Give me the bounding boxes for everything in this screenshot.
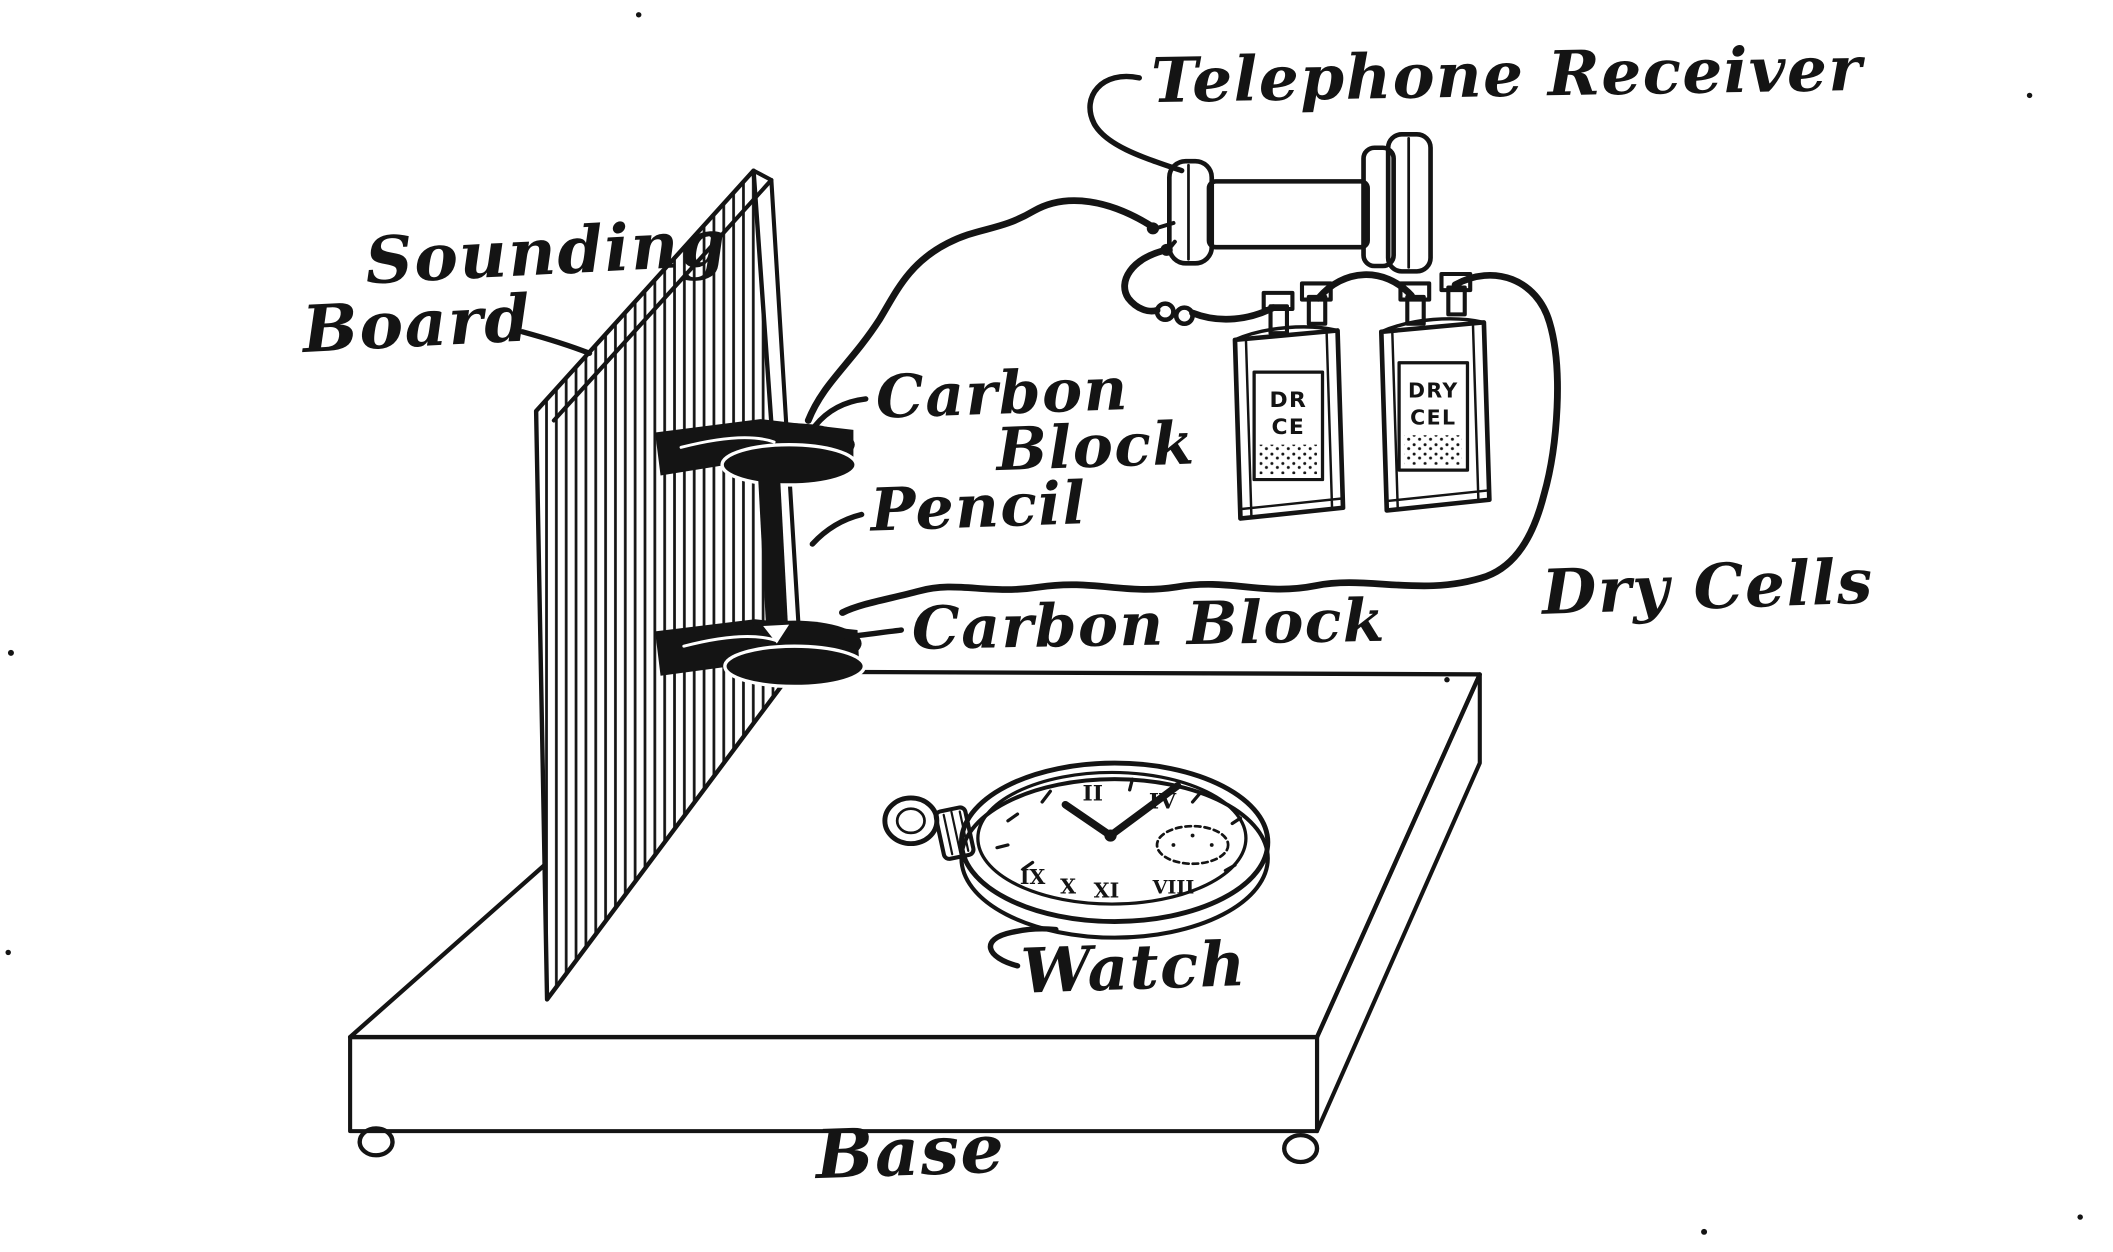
- dry-cell-1-terminal-post: [1268, 304, 1289, 336]
- watch-case-thickness: [959, 777, 1270, 940]
- label-carbon-block-upper-line1: Carbon: [875, 355, 1130, 433]
- carbon-block-upper-highlight: [679, 436, 776, 449]
- watch-seconds-subdial: [1155, 824, 1230, 866]
- watch-numeral: VIII: [1152, 876, 1195, 898]
- dry-cell-1-body: [1232, 328, 1346, 521]
- circuit-wires: [804, 197, 1561, 616]
- base: [347, 669, 1482, 1165]
- dry-cell-1-terminal-cap: [1261, 290, 1295, 311]
- wire-receiver-to-loops: [1121, 246, 1171, 315]
- speckle: [2026, 92, 2033, 99]
- dry-cell-1-label-plate: [1252, 370, 1325, 482]
- watch-numeral: X: [1060, 874, 1076, 898]
- pointer-carbon-block-upper: [812, 396, 869, 429]
- label-pencil: Pencil: [867, 469, 1088, 546]
- watch-hour-hand: [1061, 800, 1115, 840]
- label-sounding-board-line2: Board: [298, 281, 533, 368]
- watch-numeral: IX: [1020, 865, 1046, 889]
- speckle: [2077, 1214, 2083, 1220]
- watch-bow-ring-inner: [895, 807, 926, 835]
- base-top-face: [347, 669, 1482, 1040]
- annotation-labels: Telephone Receiver Sounding Board Carbon…: [298, 31, 1874, 1194]
- dry-cell-1-label-line1: DR: [1269, 388, 1307, 413]
- watch: II IV IX X XI VIII: [882, 760, 1271, 940]
- wire-cell2-to-lower-block: [839, 272, 1561, 616]
- base-foot-right: [1282, 1132, 1320, 1165]
- receiver-flange-outer: [1385, 132, 1433, 274]
- dry-cell-2-label-line1: DRY: [1408, 379, 1459, 403]
- pencil-rod: [757, 467, 788, 624]
- dry-cell-1-side-seams: [1239, 330, 1345, 518]
- scan-speckles: [5, 12, 2083, 1235]
- pointer-carbon-block-lower: [843, 627, 905, 640]
- subdial-dot: [1209, 843, 1214, 847]
- base-foot-left: [357, 1126, 395, 1158]
- dry-cell-2-terminal-post: [1405, 294, 1426, 326]
- carbon-microphone: [655, 419, 867, 689]
- subdial-dot: [1190, 833, 1195, 838]
- carbon-block-lower-highlight: [682, 635, 779, 648]
- wire-receiver-to-upper-block: [804, 197, 1157, 424]
- pointer-telephone-receiver: [1087, 73, 1185, 174]
- dry-cell-1: DR CE: [1232, 281, 1346, 521]
- carbon-block-lower-rim: [723, 644, 867, 689]
- dry-cell-1-label-speckle: [1259, 444, 1318, 475]
- watch-numeral: XI: [1094, 879, 1120, 903]
- wire-loop: [1154, 301, 1176, 323]
- dry-cell-2-label-speckle: [1404, 435, 1463, 465]
- watch-numeral: II: [1083, 782, 1103, 807]
- watch-hand-pivot: [1104, 829, 1117, 842]
- dry-cell-2-label-plate: [1397, 361, 1470, 472]
- pointer-sounding-board: [519, 329, 593, 356]
- dry-cell-1-label-line2: CE: [1271, 415, 1305, 440]
- carbon-block-upper-rim: [720, 442, 858, 487]
- telephone-receiver: [1146, 132, 1433, 274]
- subdial-dot: [1171, 843, 1176, 847]
- dry-cell-2-terminal-cap: [1398, 281, 1432, 302]
- label-sounding-board-line1: Sounding: [363, 205, 728, 299]
- dry-cell-2-side-seams: [1385, 322, 1491, 509]
- sounding-board-face: [533, 168, 792, 1002]
- label-carbon-block-lower: Carbon Block: [911, 586, 1386, 663]
- wire-loop: [1173, 305, 1195, 327]
- dry-cell-2-body: [1378, 320, 1492, 513]
- pointer-pencil: [809, 511, 865, 547]
- label-telephone-receiver: Telephone Receiver: [1151, 31, 1867, 117]
- dry-cell-2: DRY CEL: [1378, 272, 1492, 513]
- label-dry-cells: Dry Cells: [1539, 544, 1875, 629]
- watch-bow-ring: [882, 795, 940, 847]
- watch-tick-marks: [995, 777, 1243, 873]
- dry-cell-2-label-line2: CEL: [1410, 406, 1456, 430]
- watch-minute-hand: [1106, 782, 1182, 840]
- watch-case: [958, 760, 1271, 924]
- watch-bezel: [976, 770, 1248, 906]
- wire-loops-to-cell1: [1189, 304, 1277, 323]
- pencil-tip-notch: [763, 624, 790, 644]
- speckle: [635, 12, 642, 18]
- label-carbon-block-upper-line2: Block: [993, 409, 1196, 485]
- receiver-barrel: [1206, 179, 1370, 250]
- dry-cell-2-terminal-cap: [1439, 272, 1473, 293]
- label-base: Base: [812, 1108, 1006, 1194]
- dry-cell-2-top-rim: [1379, 317, 1486, 334]
- base-right-face: [1314, 672, 1482, 1134]
- speckle: [1444, 677, 1450, 683]
- wire-cell1-to-cell2: [1314, 271, 1415, 302]
- sounding-board: [533, 168, 804, 1002]
- watch-crown: [933, 805, 976, 861]
- label-watch: Watch: [1020, 927, 1248, 1008]
- pointer-watch: [987, 926, 1059, 969]
- base-front-face: [348, 1035, 1320, 1134]
- watch-numeral: IV: [1149, 790, 1177, 815]
- speckle: [5, 949, 11, 956]
- speckle: [1701, 1228, 1708, 1235]
- receiver-flange-inner: [1361, 145, 1396, 269]
- receiver-earpiece: [1167, 158, 1215, 266]
- speckle: [7, 649, 14, 656]
